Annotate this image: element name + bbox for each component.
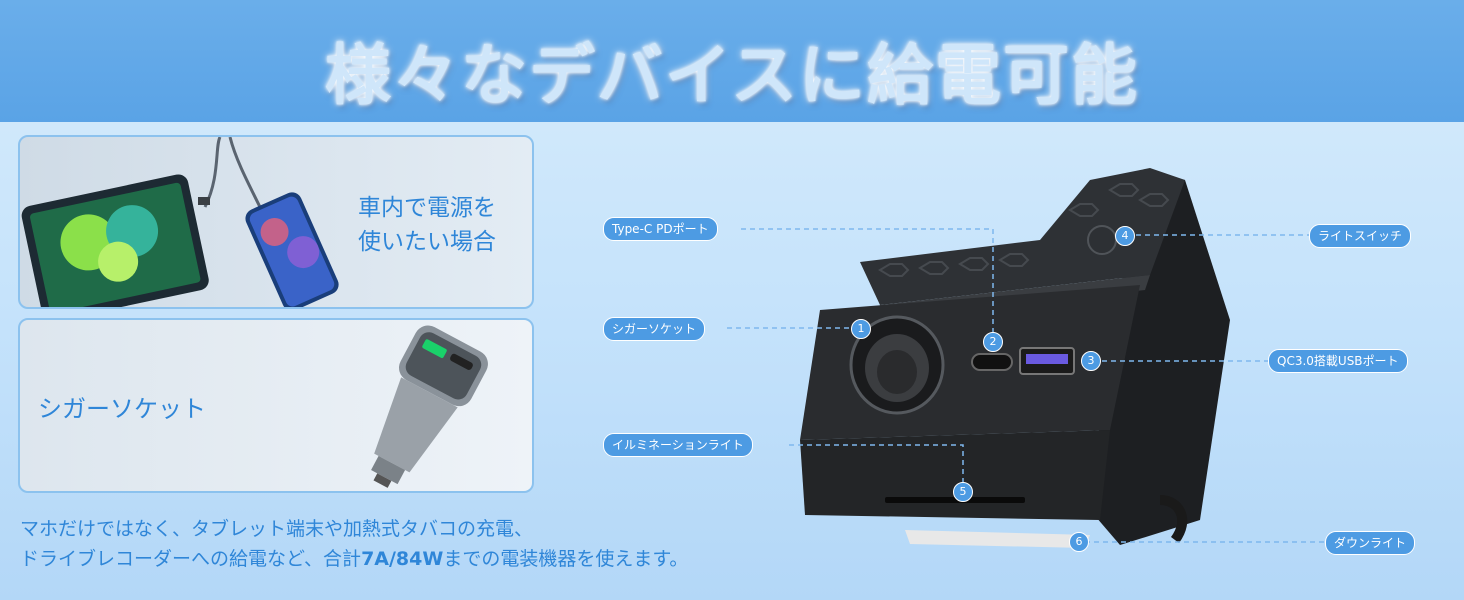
card-cigar-socket-text: シガーソケット bbox=[38, 395, 206, 423]
cigar-socket-number: 1 bbox=[851, 319, 871, 339]
bottom-description: マホだけではなく、タブレット端末や加熱式タバコの充電、 ドライブレコーダーへの給… bbox=[20, 514, 688, 574]
card-text-line2: 使いたい場合 bbox=[358, 229, 496, 255]
light-switch-number: 4 bbox=[1115, 226, 1135, 246]
page-title: 様々なデバイスに給電可能 bbox=[324, 37, 1140, 114]
typec-port-number: 2 bbox=[983, 332, 1003, 352]
card-in-car-power: 車内で電源を 使いたい場合 bbox=[18, 135, 534, 309]
illumination-light-number: 5 bbox=[953, 482, 973, 502]
down-light-label: ダウンライト bbox=[1325, 531, 1416, 555]
car-charger-illustration bbox=[371, 325, 488, 488]
bottom-line2-highlight: 7A/84W bbox=[361, 548, 444, 570]
illumination-light-label: イルミネーションライト bbox=[603, 433, 753, 457]
card-cigar-socket: シガーソケット bbox=[18, 318, 534, 493]
down-light-number: 6 bbox=[1069, 532, 1089, 552]
qc-usb-port-label: QC3.0搭載USBポート bbox=[1268, 349, 1408, 373]
card-in-car-power-text: 車内で電源を 使いたい場合 bbox=[358, 191, 496, 259]
bottom-line2-post: までの電装機器を使えます。 bbox=[443, 548, 689, 570]
header-banner: 様々なデバイスに給電可能 bbox=[0, 0, 1464, 122]
qc-usb-port-number: 3 bbox=[1081, 351, 1101, 371]
card-text-line1: 車内で電源を bbox=[358, 195, 496, 221]
bottom-line2-pre: ドライブレコーダーへの給電など、合計 bbox=[20, 548, 362, 570]
bottom-line2: ドライブレコーダーへの給電など、合計7A/84Wまでの電装機器を使えます。 bbox=[20, 544, 688, 574]
tablet-phone-illustration bbox=[21, 137, 339, 307]
bottom-line1: マホだけではなく、タブレット端末や加熱式タバコの充電、 bbox=[20, 518, 534, 540]
typec-port-label: Type-C PDポート bbox=[603, 217, 718, 241]
light-switch-label: ライトスイッチ bbox=[1309, 224, 1412, 248]
cigar-socket-label: シガーソケット bbox=[603, 317, 706, 341]
